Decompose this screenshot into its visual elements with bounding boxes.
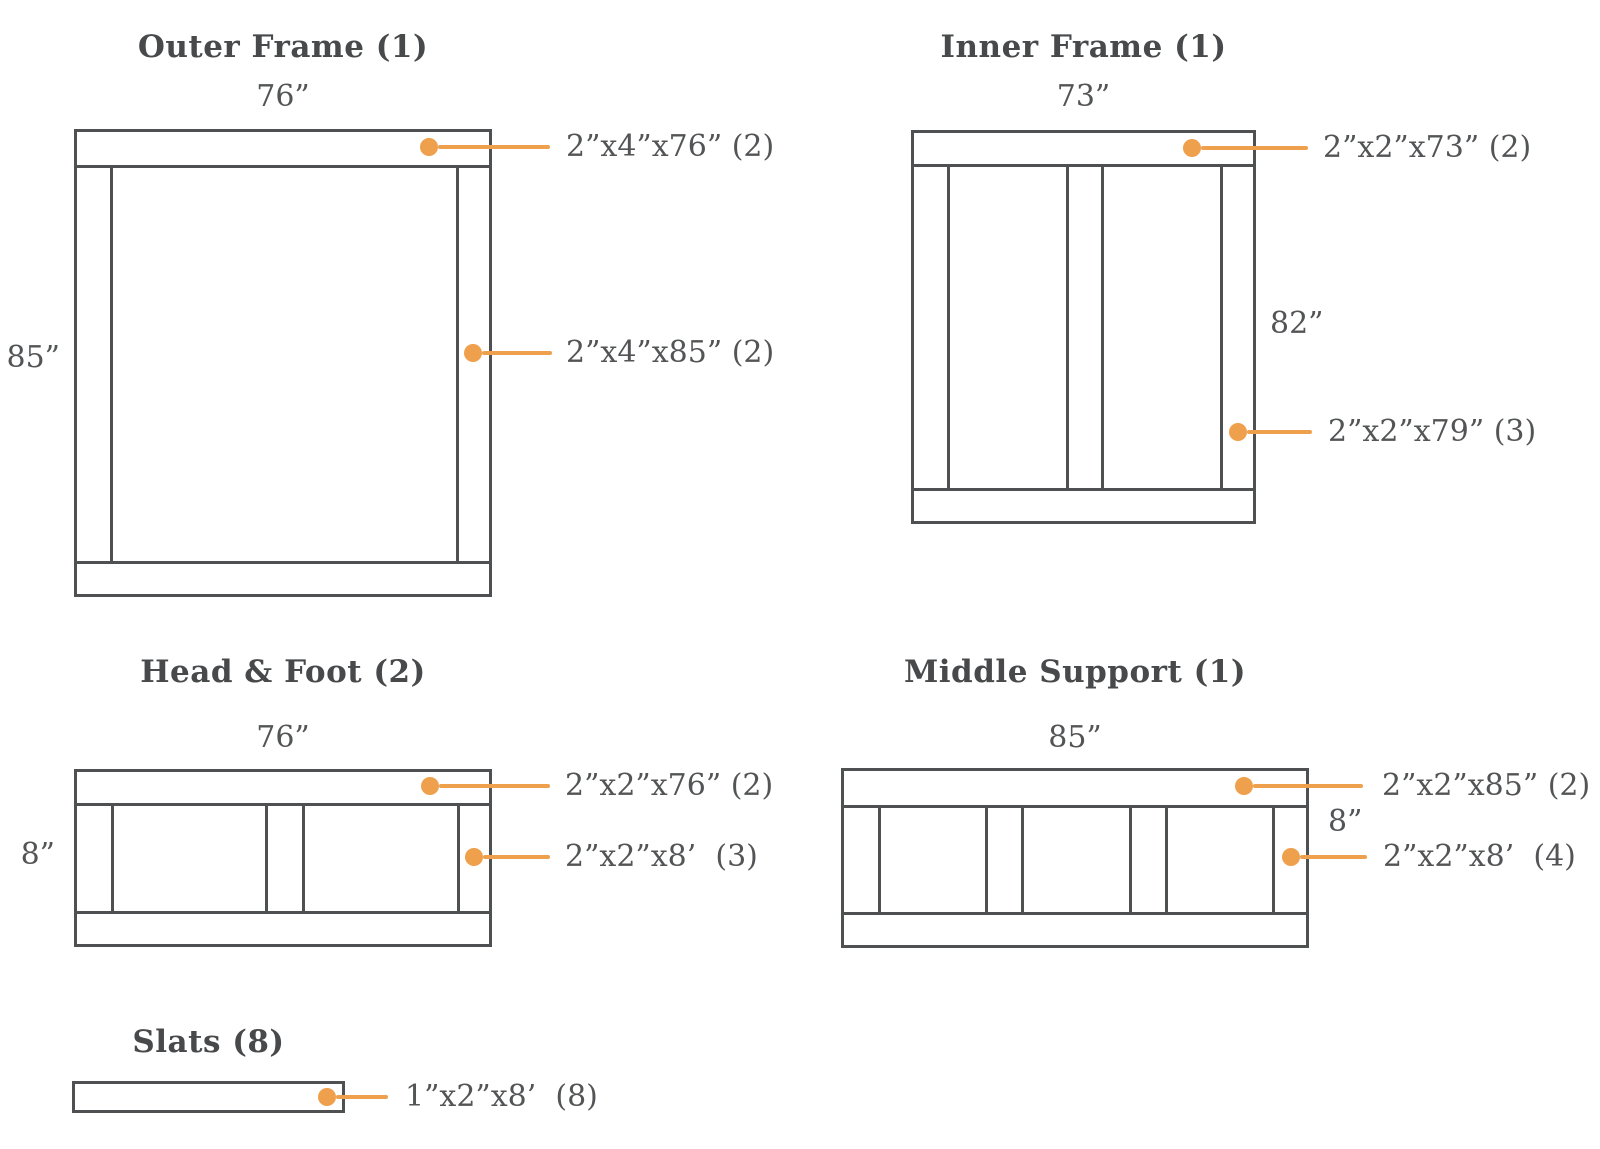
frame-line [457, 806, 460, 911]
frame-line [844, 805, 1306, 808]
callout-label: 2”x2”x79” (3) [1328, 414, 1537, 449]
callout-label: 2”x2”x8’ (3) [565, 839, 758, 874]
outer-frame-drawing [74, 129, 492, 597]
callout-dot [464, 344, 482, 362]
inner-frame-title: Inner Frame (1) [940, 29, 1227, 65]
callout-dot [421, 777, 439, 795]
frame-line [1165, 808, 1168, 912]
callout-dot [465, 848, 483, 866]
frame-line [77, 165, 489, 168]
head-foot-title: Head & Foot (2) [140, 654, 426, 690]
frame-line [844, 912, 1306, 915]
callout-label: 2”x2”x85” (2) [1382, 768, 1591, 803]
callout-label: 2”x2”x76” (2) [565, 768, 774, 803]
frame-line [111, 806, 114, 911]
head-foot-width-dimension: 76” [256, 720, 310, 755]
frame-line [1066, 167, 1069, 488]
frame-line [1272, 808, 1275, 912]
callout-line [483, 855, 550, 859]
callout-label: 2”x2”x73” (2) [1323, 130, 1532, 165]
frame-line [77, 911, 489, 914]
middle-support-height-dimension: 8” [1328, 804, 1363, 839]
callout-line [482, 351, 552, 355]
middle-support-drawing [841, 768, 1309, 948]
slats-title: Slats (8) [132, 1024, 285, 1060]
outer-frame-width-dimension: 76” [256, 79, 310, 114]
callout-line [1247, 430, 1312, 434]
callout-dot [1235, 777, 1253, 795]
frame-line [110, 168, 113, 561]
callout-dot [1183, 139, 1201, 157]
outer-frame-title: Outer Frame (1) [137, 29, 429, 65]
callout-dot [1229, 423, 1247, 441]
callout-line [1201, 146, 1308, 150]
inner-frame-height-dimension: 82” [1270, 306, 1324, 341]
callout-dot [420, 138, 438, 156]
frame-line [77, 561, 489, 564]
outer-frame-height-dimension: 85” [6, 340, 60, 375]
callout-line [438, 145, 550, 149]
frame-line [265, 806, 268, 911]
callout-label: 1”x2”x8’ (8) [405, 1079, 598, 1114]
middle-support-title: Middle Support (1) [903, 654, 1247, 690]
callout-dot [1282, 848, 1300, 866]
frame-line [914, 488, 1253, 491]
callout-dot [318, 1088, 336, 1106]
head-foot-drawing [74, 769, 492, 947]
frame-line [947, 167, 950, 488]
frame-line [456, 168, 459, 561]
callout-label: 2”x4”x85” (2) [566, 335, 775, 370]
frame-line [1021, 808, 1024, 912]
frame-line [985, 808, 988, 912]
callout-line [1253, 784, 1363, 788]
inner-frame-drawing [911, 130, 1256, 524]
frame-line [1101, 167, 1104, 488]
middle-support-width-dimension: 85” [1048, 720, 1102, 755]
callout-label: 2”x4”x76” (2) [566, 129, 775, 164]
callout-label: 2”x2”x8’ (4) [1383, 839, 1576, 874]
callout-line [336, 1095, 388, 1099]
frame-line [302, 806, 305, 911]
frame-line [77, 803, 489, 806]
frame-line [878, 808, 881, 912]
inner-frame-width-dimension: 73” [1056, 79, 1111, 114]
frame-line [914, 164, 1253, 167]
frame-line [1129, 808, 1132, 912]
callout-line [1300, 855, 1367, 859]
slat-drawing [72, 1081, 345, 1113]
head-foot-height-dimension: 8” [20, 837, 55, 872]
callout-line [439, 784, 550, 788]
frame-line [1220, 167, 1223, 488]
